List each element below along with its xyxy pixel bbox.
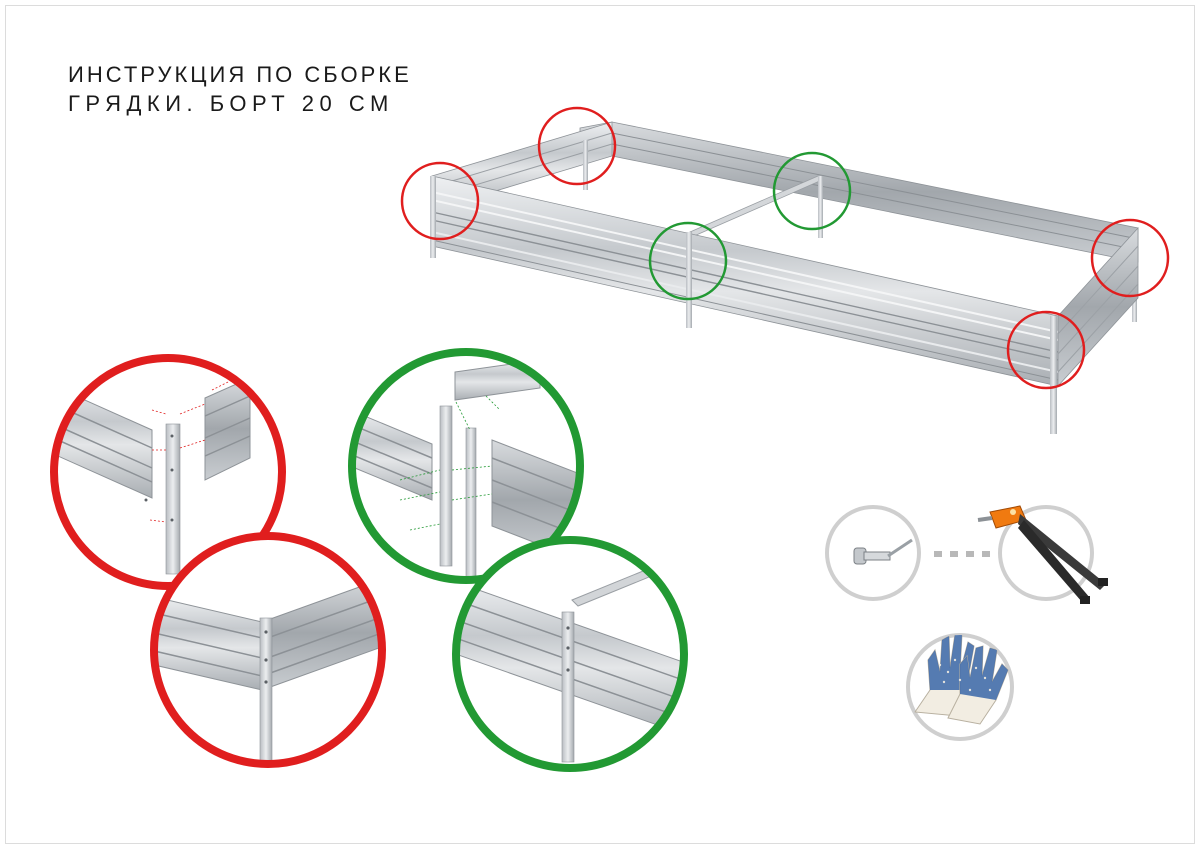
middle-exploded-detail (348, 348, 584, 584)
near-short-panel (1057, 226, 1139, 388)
corner-exploded-detail (50, 354, 286, 590)
corner-marker-front-left (400, 161, 480, 241)
post-front-left (430, 176, 436, 258)
tools-connector (934, 551, 990, 557)
page-title: ИНСТРУКЦИЯ ПО СБОРКЕ ГРЯДКИ. БОРТ 20 СМ (68, 60, 412, 118)
bed-markers (400, 106, 1170, 390)
title-line-1: ИНСТРУКЦИЯ ПО СБОРКЕ (68, 62, 412, 87)
post-front-middle (686, 232, 692, 328)
middle-marker-back (772, 151, 852, 231)
corner-marker-back-right (1090, 218, 1170, 298)
gloves-icon (906, 633, 1014, 741)
rivet-gun-icon (977, 505, 1108, 604)
post-front-right (1050, 316, 1057, 434)
corner-assembled-ring (150, 532, 386, 768)
corner-assembled-detail (150, 532, 386, 768)
corner-detail-ring (50, 354, 286, 590)
near-long-panel (431, 175, 1059, 387)
title-line-2: ГРЯДКИ. БОРТ 20 СМ (68, 91, 394, 116)
post-back-left (583, 140, 588, 190)
page-border (5, 5, 1195, 844)
tools-section (825, 505, 1108, 741)
corner-marker-back-left (537, 106, 617, 186)
middle-assembled-ring (452, 536, 688, 772)
middle-assembled-detail (452, 536, 688, 772)
middle-marker-front (648, 221, 728, 301)
corner-marker-front-right (1006, 310, 1086, 390)
middle-detail-ring (348, 348, 584, 584)
rivet-icon (825, 505, 921, 601)
post-back-middle (818, 176, 823, 238)
raised-bed-frame (430, 121, 1139, 434)
